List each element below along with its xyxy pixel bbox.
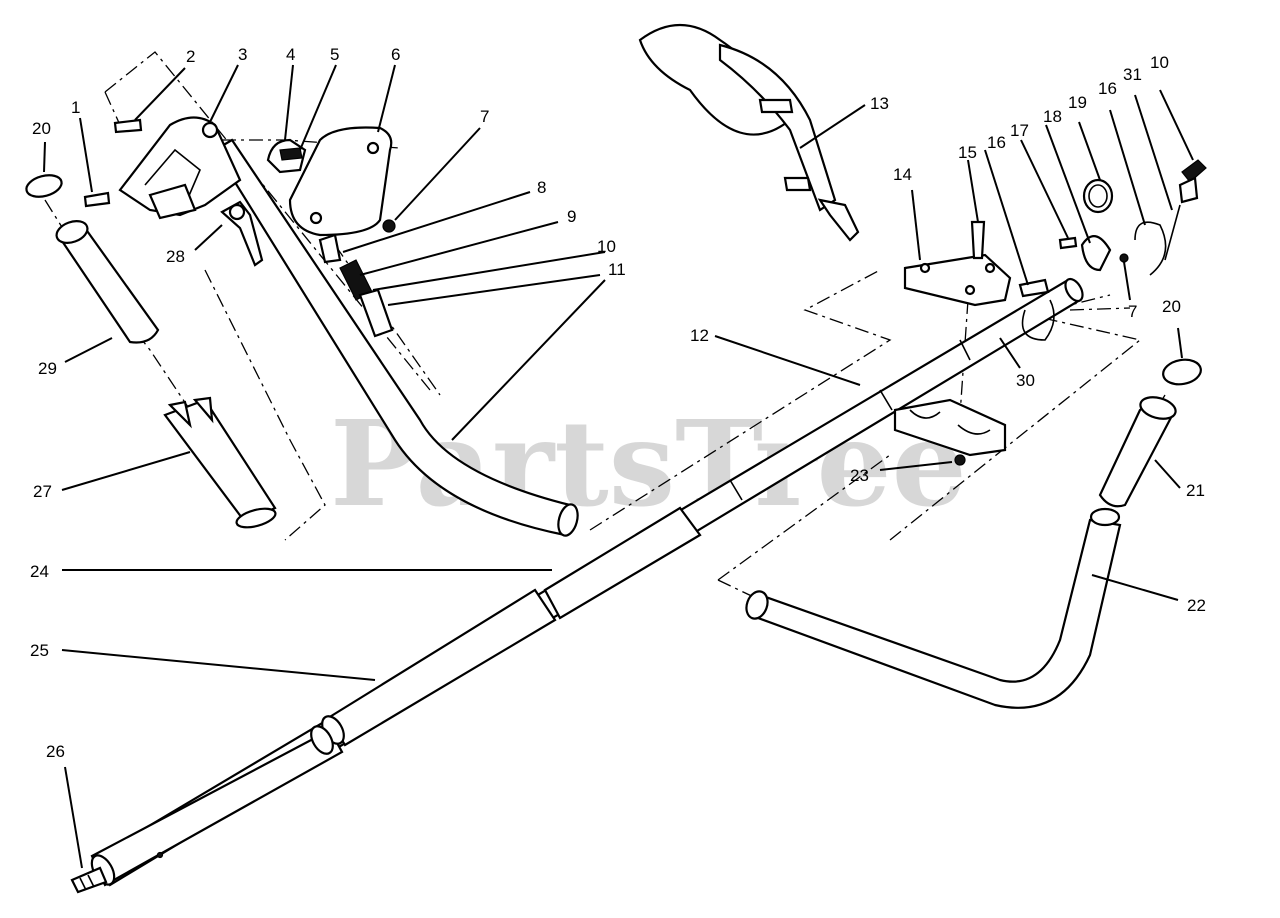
leader-lines <box>43 64 1194 869</box>
upper-handle-tube <box>213 138 579 537</box>
lock-lever <box>220 200 264 267</box>
hanger-clip-assembly <box>1018 159 1207 341</box>
handle-bracket <box>163 396 277 529</box>
callout-29: 29 <box>38 359 57 378</box>
housing-screws <box>83 118 396 233</box>
callout-30: 30 <box>1016 371 1035 390</box>
clamp-lower <box>893 398 1007 457</box>
callout-12: 12 <box>690 326 709 345</box>
callout-8: 8 <box>537 178 546 197</box>
callout-11: 11 <box>608 260 626 279</box>
end-cap-right <box>1162 358 1202 386</box>
throttle-cable-fittings <box>318 233 394 338</box>
callout-6: 6 <box>391 45 400 64</box>
callout-31: 31 <box>1123 65 1142 84</box>
callout-25: 25 <box>30 641 49 660</box>
callout-20a: 20 <box>32 119 51 138</box>
callout-10a: 10 <box>597 237 616 256</box>
callout-3: 3 <box>238 45 247 64</box>
callout-13: 13 <box>870 94 889 113</box>
grip-right <box>1098 396 1177 508</box>
callout-10b: 10 <box>1150 53 1169 72</box>
callout-7a: 7 <box>480 107 489 126</box>
callout-9: 9 <box>567 207 576 226</box>
callout-labels: 1 2 3 4 5 6 7 8 9 10 11 12 13 14 15 16 1… <box>30 45 1206 761</box>
shoulder-strap <box>638 23 860 242</box>
loop-handle <box>745 507 1122 709</box>
callout-2: 2 <box>186 47 195 66</box>
throttle-housing <box>118 116 242 220</box>
nut-23 <box>954 454 966 466</box>
callout-15: 15 <box>958 143 977 162</box>
callout-26: 26 <box>46 742 65 761</box>
callout-28: 28 <box>166 247 185 266</box>
callout-7b: 7 <box>1128 302 1137 321</box>
callout-1: 1 <box>71 98 80 117</box>
callout-18: 18 <box>1043 107 1062 126</box>
end-cap-left <box>25 174 63 198</box>
trigger-switch <box>266 138 307 174</box>
callout-14: 14 <box>893 165 912 184</box>
callout-24: 24 <box>30 562 49 581</box>
callout-4: 4 <box>286 45 295 64</box>
throttle-cover <box>288 126 393 237</box>
clamp-upper <box>903 253 1012 307</box>
callout-19: 19 <box>1068 93 1087 112</box>
callout-20b: 20 <box>1162 297 1181 316</box>
callout-27: 27 <box>33 482 52 501</box>
callout-21: 21 <box>1186 481 1205 500</box>
grip-left <box>55 220 160 344</box>
callout-5: 5 <box>330 45 339 64</box>
drive-shaft-assembly <box>70 277 1084 894</box>
callout-23: 23 <box>850 466 869 485</box>
callout-22: 22 <box>1187 596 1206 615</box>
bolt-15 <box>970 220 986 260</box>
callout-16b: 16 <box>1098 79 1117 98</box>
callout-17: 17 <box>1010 121 1029 140</box>
callout-16a: 16 <box>987 133 1006 152</box>
